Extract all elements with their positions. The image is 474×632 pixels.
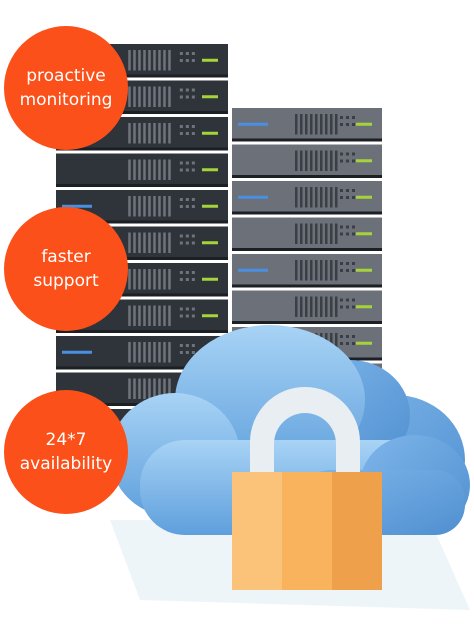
padlock-icon <box>232 387 382 590</box>
server-unit <box>232 290 382 324</box>
faster-support-badge: faster support <box>4 207 128 331</box>
badge-label: proactive monitoring <box>19 66 113 110</box>
proactive-monitoring-badge: proactive monitoring <box>4 26 128 150</box>
badge-label: faster support <box>33 247 99 291</box>
server-unit <box>232 108 382 142</box>
server-unit <box>232 144 382 178</box>
server-unit <box>232 181 382 215</box>
server-unit <box>56 153 228 187</box>
server-unit <box>232 217 382 251</box>
server-unit <box>232 254 382 288</box>
availability-badge: 24*7 availability <box>4 390 128 514</box>
badge-label: 24*7 availability <box>19 430 113 474</box>
